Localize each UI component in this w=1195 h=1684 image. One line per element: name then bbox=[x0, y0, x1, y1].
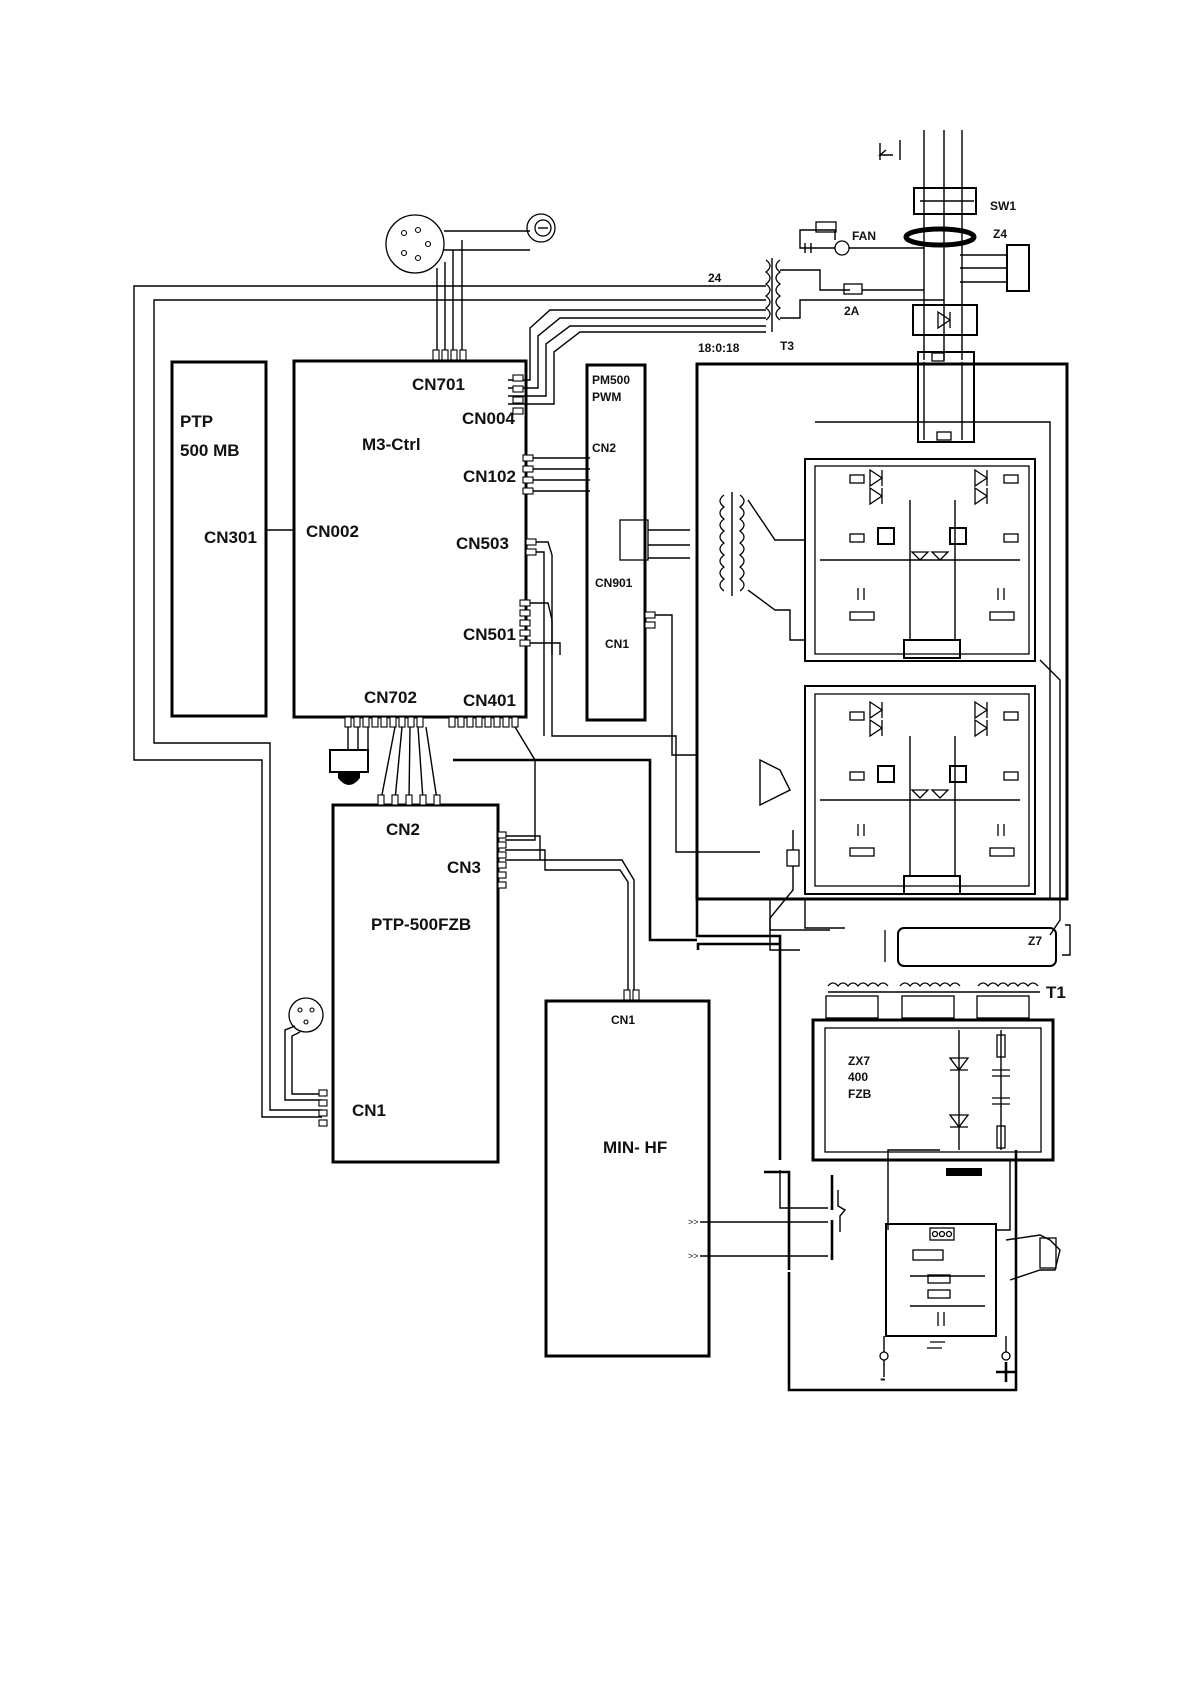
fzb-cn1-label: CN1 bbox=[352, 1101, 386, 1120]
t3-label: T3 bbox=[780, 339, 794, 353]
fan-label: FAN bbox=[852, 229, 876, 243]
gun-switch-connector bbox=[285, 998, 327, 1126]
power-stage-frame bbox=[697, 364, 1067, 899]
zx7-line1: ZX7 bbox=[848, 1054, 870, 1068]
cn503-label: CN503 bbox=[456, 534, 509, 553]
supply-loop-wires bbox=[134, 286, 766, 1117]
heavy-wiring bbox=[453, 700, 828, 1270]
fan-icon bbox=[835, 241, 849, 255]
cn004-label: CN004 bbox=[462, 409, 515, 428]
hf-cn1-label: CN1 bbox=[611, 1013, 635, 1027]
cn501-label: CN501 bbox=[463, 625, 516, 644]
cn401-label: CN401 bbox=[463, 691, 516, 710]
zx7-line3: FZB bbox=[848, 1087, 872, 1101]
t1-winding-2 bbox=[900, 983, 960, 986]
z4-label: Z4 bbox=[993, 227, 1007, 241]
t1-winding-1 bbox=[828, 983, 888, 986]
cn102-label: CN102 bbox=[463, 467, 516, 486]
t3-24v-label: 24 bbox=[708, 271, 722, 285]
min-hf-title: MIN- HF bbox=[603, 1138, 667, 1157]
cn002-label: CN002 bbox=[306, 522, 359, 541]
negative-terminal: - bbox=[880, 1369, 886, 1388]
zx7-line2: 400 bbox=[848, 1070, 868, 1084]
inverter-bridge-upper bbox=[805, 459, 1035, 661]
pm500-title: PM500 bbox=[592, 373, 630, 387]
fzb-cn3-label: CN3 bbox=[447, 858, 481, 877]
cn701-label: CN701 bbox=[412, 375, 465, 394]
min-hf-board: CN1 MIN- HF bbox=[546, 1001, 709, 1356]
m3-ctrl-board: M3-Ctrl CN002 CN701 CN004 CN102 CN503 CN… bbox=[294, 361, 526, 717]
sw1-label: SW1 bbox=[990, 199, 1016, 213]
t1-winding-3 bbox=[978, 983, 1038, 986]
pm500-subtitle: PWM bbox=[592, 390, 621, 404]
fuse-label: 2A bbox=[844, 304, 860, 318]
ptp-mb-subtitle: 500 MB bbox=[180, 441, 240, 460]
t3-ratio-label: 18:0:18 bbox=[698, 341, 740, 355]
t3-secondary bbox=[776, 260, 780, 320]
cn901-label: CN901 bbox=[595, 576, 633, 590]
potentiometer bbox=[330, 750, 368, 772]
t1-label: T1 bbox=[1046, 983, 1066, 1002]
ptp-500mb-board: PTP 500 MB CN301 bbox=[172, 362, 266, 716]
ptp-fzb-title: PTP-500FZB bbox=[371, 915, 471, 934]
output-section: >> >> - bbox=[688, 1150, 1060, 1390]
current-sensor bbox=[760, 760, 800, 950]
ptp-500fzb-board: CN2 CN3 PTP-500FZB CN1 bbox=[333, 805, 498, 1162]
z7-and-t1: Z7 T1 bbox=[826, 925, 1070, 1018]
pm500-cn1-label: CN1 bbox=[605, 637, 629, 651]
svg-text:>>: >> bbox=[688, 1217, 699, 1227]
fzb-cn2-label: CN2 bbox=[386, 820, 420, 839]
ptp-mb-title: PTP bbox=[180, 412, 213, 431]
pm500-cn2-label: CN2 bbox=[592, 441, 616, 455]
t3-primary bbox=[766, 260, 770, 320]
cn702-label: CN702 bbox=[364, 688, 417, 707]
ctrl-to-pwm-wiring bbox=[513, 375, 760, 852]
fuse-2a bbox=[844, 284, 862, 294]
terminal-block bbox=[1007, 245, 1029, 291]
input-rectifier bbox=[913, 305, 977, 335]
cn701-header bbox=[433, 350, 466, 360]
svg-text:>>: >> bbox=[688, 1251, 699, 1261]
cn301-label: CN301 bbox=[204, 528, 257, 547]
inverter-bridge-lower bbox=[805, 686, 1035, 894]
pm500-pwm-board: PM500 PWM CN2 CN901 CN1 bbox=[587, 365, 645, 720]
dc-bus-wiring bbox=[770, 422, 1060, 935]
z4-choke bbox=[906, 229, 974, 245]
m3-ctrl-title: M3-Ctrl bbox=[362, 435, 421, 454]
z7-label: Z7 bbox=[1028, 934, 1042, 948]
